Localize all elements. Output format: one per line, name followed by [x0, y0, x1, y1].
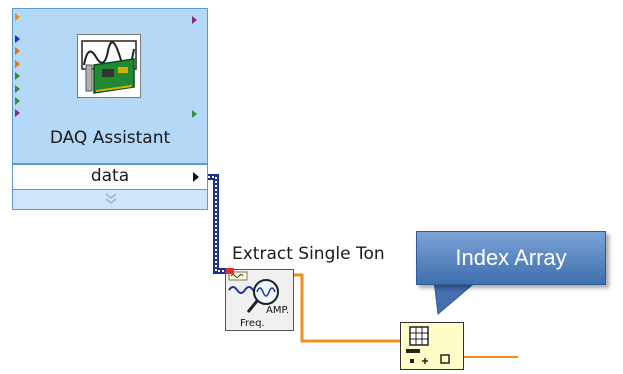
- extract-single-tone-node[interactable]: AMP. Freq.: [225, 269, 294, 331]
- freq-text: Freq.: [240, 318, 265, 329]
- index-array-callout-text: Index Array: [455, 245, 567, 270]
- data-output-arrow-icon[interactable]: [192, 170, 202, 184]
- daq-assistant-icon: [77, 34, 141, 98]
- index-array-node[interactable]: [400, 322, 464, 370]
- dynamic-data-wire[interactable]: [200, 174, 232, 274]
- tone-analyzer-icon: AMP. Freq.: [228, 271, 289, 329]
- array-grid-icon: [406, 326, 450, 364]
- daq-data-terminal-row[interactable]: [12, 164, 208, 190]
- daq-assistant-title: DAQ Assistant: [49, 128, 171, 148]
- daq-data-terminal-label: data: [90, 166, 130, 186]
- chevron-down-icon: [105, 193, 117, 204]
- extract-single-tone-label: Extract Single Ton: [232, 244, 385, 264]
- amp-text: AMP.: [266, 305, 289, 316]
- numeric-wire[interactable]: [291, 273, 400, 343]
- expand-node-handle[interactable]: [12, 190, 208, 210]
- index-array-callout: [416, 231, 606, 285]
- tone-input-terminal[interactable]: [226, 268, 234, 274]
- daq-terminals: [15, 13, 197, 118]
- callout-pointer: [433, 280, 479, 315]
